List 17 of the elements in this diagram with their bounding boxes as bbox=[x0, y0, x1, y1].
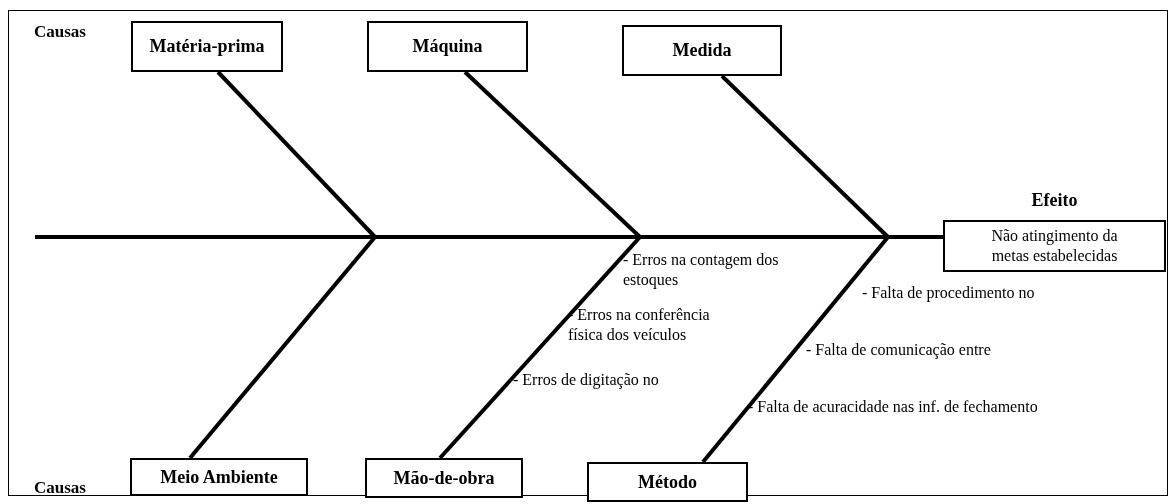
cause-item: - Falta de acuracidade nas inf. de fechamento bbox=[748, 397, 1039, 417]
cause-item: - Erros de digitação no bbox=[513, 370, 660, 390]
cause-item: - Erros na conferência física dos veículos bbox=[568, 305, 711, 345]
cause-box: Máquina bbox=[367, 21, 528, 72]
effect-heading: Efeito bbox=[943, 190, 1166, 210]
spine-line bbox=[35, 235, 943, 239]
effect-box: Não atingimento da metas estabelecidas bbox=[943, 220, 1166, 272]
cause-item: - Falta de procedimento no bbox=[862, 283, 1036, 303]
cause-item: - Falta de comunicação entre bbox=[806, 340, 992, 360]
cause-box: Medida bbox=[622, 25, 782, 76]
cause-box: Meio Ambiente bbox=[130, 458, 308, 496]
cause-box: Mão-de-obra bbox=[365, 458, 523, 498]
cause-item: - Erros na contagem dos estoques bbox=[623, 250, 780, 290]
side-label: Causas bbox=[34, 478, 87, 498]
side-label: Causas bbox=[34, 22, 87, 42]
cause-box: Matéria-prima bbox=[131, 21, 283, 72]
cause-box: Método bbox=[587, 462, 748, 502]
